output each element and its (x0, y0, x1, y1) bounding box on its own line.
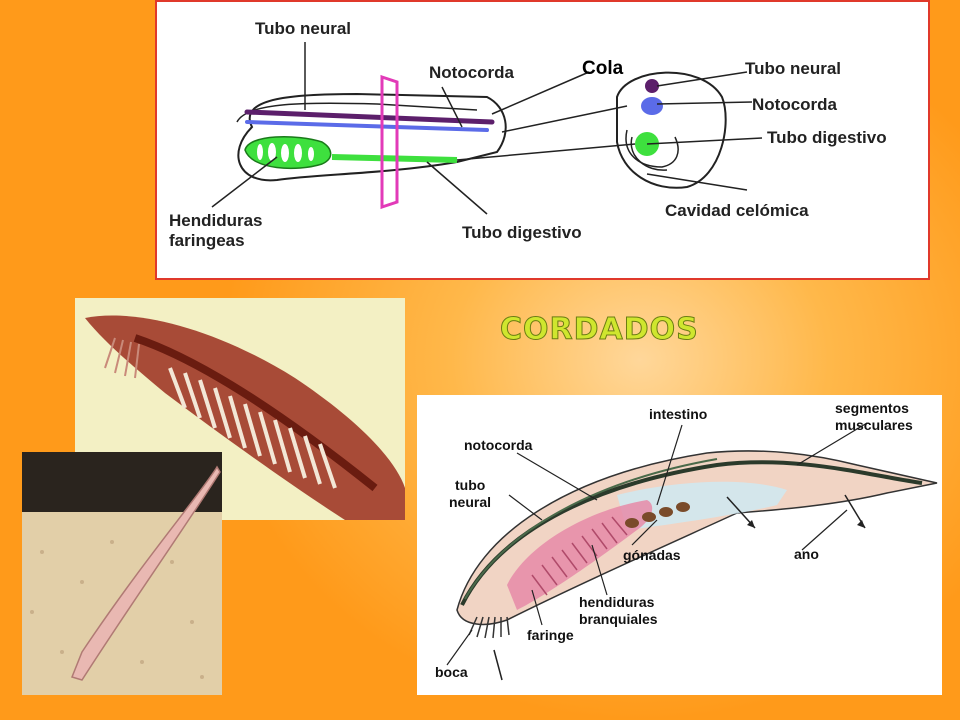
celom-ring (625, 129, 679, 168)
top-diagram-panel: Tubo neural Notocorda Cola Tubo neural N… (155, 0, 930, 280)
amphioxus-body (456, 450, 938, 626)
leader-line (491, 71, 590, 115)
label-neural: neural (449, 494, 492, 510)
label-hendiduras: hendiduras (579, 594, 655, 610)
arrow-head (857, 520, 865, 528)
digestive-tube (331, 154, 458, 163)
label-tubo-digestivo-right: Tubo digestivo (767, 128, 887, 147)
gill-slit (308, 147, 314, 161)
sand-photo-drawing (22, 452, 222, 695)
label-musculares: musculares (835, 417, 913, 433)
leader-line (646, 137, 763, 145)
leader-line (656, 101, 753, 105)
label-tubo-digestivo-bottom: Tubo digestivo (462, 223, 582, 242)
label-notocorda: notocorda (464, 437, 533, 453)
label-cola: Cola (582, 58, 624, 79)
label-boca: boca (435, 664, 468, 680)
leader-line (441, 86, 463, 128)
gill-slit (281, 144, 289, 162)
label-tubo: tubo (455, 477, 486, 493)
label-ano: ano (794, 546, 819, 562)
label-hendiduras-1: Hendiduras (169, 211, 263, 230)
cross-section-outline (616, 71, 727, 189)
arrow-head (747, 520, 755, 528)
cross-neural-dot (645, 79, 659, 93)
arrow-line (493, 649, 503, 681)
section-plane (380, 74, 399, 210)
gill-slit (294, 144, 302, 162)
label-segmentos: segmentos (835, 400, 909, 416)
label-branquiales: branquiales (579, 611, 658, 627)
label-cavidad-celomica: Cavidad celómica (665, 201, 809, 220)
chordate-body-plan-drawing (211, 42, 763, 215)
body-outline-inner (236, 102, 478, 123)
photo-amphioxus-pharynx (75, 298, 405, 520)
cross-notochord-dot (641, 97, 663, 115)
label-tubo-neural-right: Tubo neural (745, 59, 842, 78)
label-gonadas: gónadas (623, 547, 681, 563)
leader-line (646, 173, 748, 191)
pharynx (507, 500, 653, 610)
bottom-diagram-panel: intestino segmentos musculares notocorda… (417, 395, 942, 695)
label-notocorda-left: Notocorda (429, 63, 514, 82)
leader-line (456, 143, 636, 161)
neural-tube (464, 458, 718, 600)
gill-slit (257, 144, 263, 160)
leader-line (501, 105, 628, 133)
intestine (617, 481, 787, 530)
label-hendiduras-2: faringeas (169, 231, 245, 250)
leader-line (426, 161, 488, 215)
label-intestino: intestino (649, 406, 708, 422)
label-faringe: faringe (527, 627, 574, 643)
gill-slit (268, 143, 276, 161)
label-notocorda-right: Notocorda (752, 95, 837, 114)
leader-line (656, 71, 748, 87)
amphioxus-photo-drawing (85, 315, 405, 520)
photo-amphioxus-sand (22, 452, 222, 695)
page-title: CORDADOS (500, 312, 699, 348)
amphioxus-anatomy-drawing (446, 422, 938, 681)
label-tubo-neural-left: Tubo neural (255, 19, 352, 38)
notochord (245, 120, 489, 132)
leader-line (211, 156, 278, 208)
neural-tube (244, 109, 495, 125)
